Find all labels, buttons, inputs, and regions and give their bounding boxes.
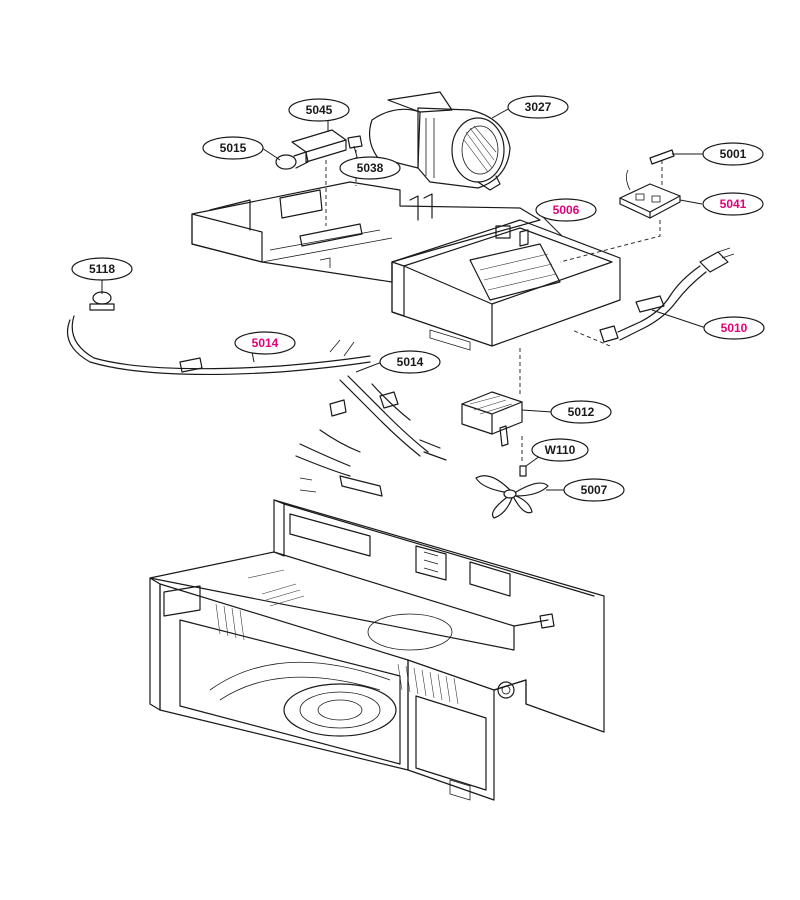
fan-motor-small-part xyxy=(461,391,523,447)
callout-5012: 5012 xyxy=(550,400,612,424)
callout-5041: 5041 xyxy=(702,192,764,216)
callout-label: 5015 xyxy=(220,141,247,155)
oven-cavity-part xyxy=(149,499,605,801)
pcb-board-part xyxy=(619,169,681,219)
callout-label: 5041 xyxy=(720,197,747,211)
callout-oval xyxy=(535,198,597,222)
callout-label: W110 xyxy=(545,443,576,457)
callout-label: 5010 xyxy=(721,321,748,335)
assembly-guide-lines xyxy=(325,150,663,462)
screw-part xyxy=(519,465,527,477)
power-cord-part xyxy=(599,247,735,343)
callout-label: 5014 xyxy=(397,355,424,369)
callout-label: 5006 xyxy=(553,203,580,217)
callout-oval xyxy=(550,400,612,424)
callout-3027: 3027 xyxy=(507,95,569,119)
fan-motor-part xyxy=(368,91,511,191)
callout-W110: W110 xyxy=(531,438,589,462)
lamp-bracket-part xyxy=(291,129,363,163)
callout-label: 5045 xyxy=(306,103,333,117)
callout-5001: 5001 xyxy=(702,142,764,166)
callout-oval xyxy=(702,142,764,166)
callout-5015: 5015 xyxy=(202,136,264,160)
callout-label: 3027 xyxy=(525,100,552,114)
lamp-bulb-part xyxy=(275,151,309,170)
callout-oval xyxy=(202,136,264,160)
callout-5014: 5014 xyxy=(379,350,441,374)
callout-label: 5014 xyxy=(252,336,279,350)
callout-5010: 5010 xyxy=(703,316,765,340)
upper-chassis-part xyxy=(191,181,541,283)
callout-oval xyxy=(703,316,765,340)
callout-oval xyxy=(563,478,625,502)
callout-oval xyxy=(234,331,296,355)
fan-duct-housing-part xyxy=(391,219,621,351)
callout-oval xyxy=(702,192,764,216)
callout-oval xyxy=(71,257,133,281)
callout-label: 5038 xyxy=(357,161,384,175)
callout-oval xyxy=(339,156,401,180)
callout-label: 5001 xyxy=(720,147,747,161)
callout-5038: 5038 xyxy=(339,156,401,180)
callout-oval xyxy=(288,98,350,122)
callout-label: 5118 xyxy=(89,262,115,276)
thermal-cutout-part xyxy=(89,291,115,311)
callout-oval xyxy=(507,95,569,119)
callout-oval xyxy=(379,350,441,374)
fuse-part xyxy=(649,149,675,165)
callout-label: 5007 xyxy=(581,483,608,497)
callout-5006: 5006 xyxy=(535,198,597,222)
callout-oval xyxy=(531,438,589,462)
callout-5045: 5045 xyxy=(288,98,350,122)
callout-5007: 5007 xyxy=(563,478,625,502)
callout-5118: 5118 xyxy=(71,257,133,281)
wire-harness-part xyxy=(66,315,447,497)
fan-blade-part xyxy=(475,475,549,519)
callout-5014-highlight: 5014 xyxy=(234,331,296,355)
callout-label: 5012 xyxy=(568,405,595,419)
